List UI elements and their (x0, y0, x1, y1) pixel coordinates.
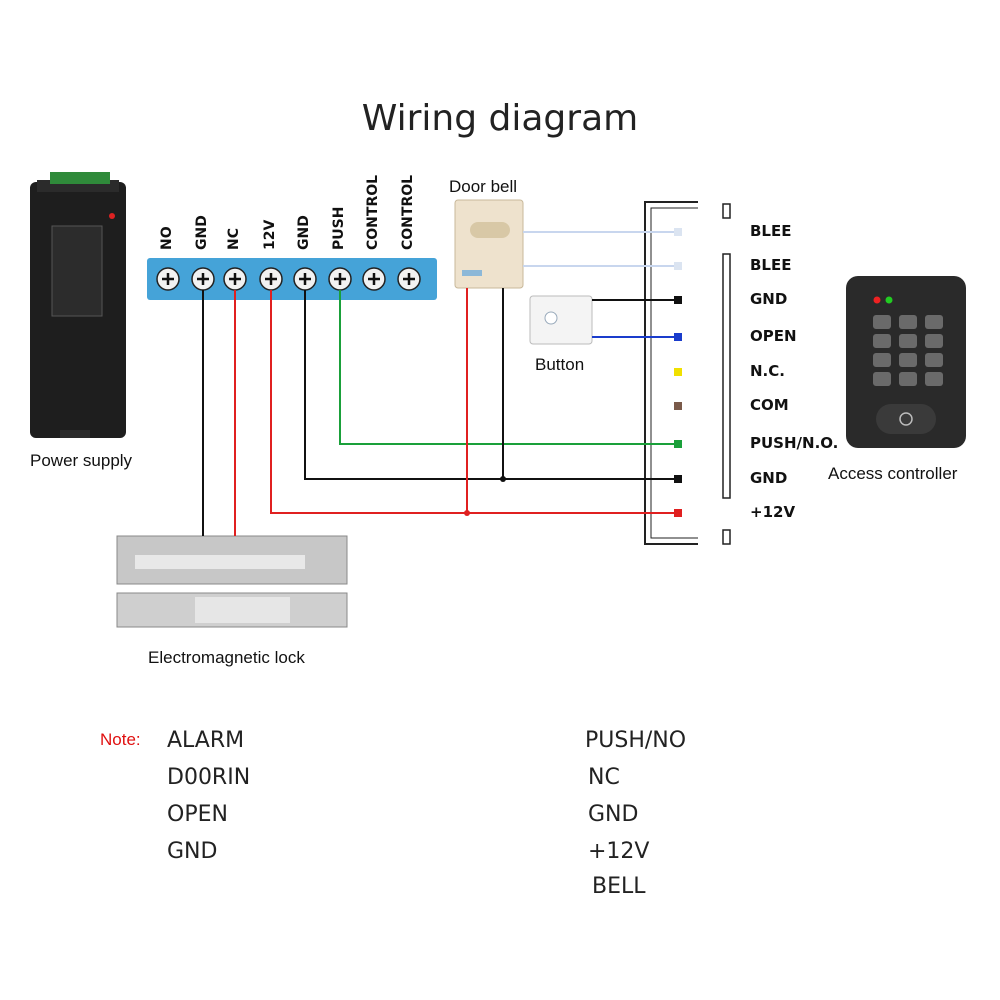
diagram-title: Wiring diagram (361, 98, 639, 139)
terminal-screw (223, 267, 247, 291)
lock-label: Electromagnetic lock (148, 648, 305, 667)
terminal-label: 12V (262, 219, 278, 250)
pin-terminal (674, 368, 682, 376)
wire-push (339, 290, 678, 445)
keypad-key (873, 334, 891, 348)
terminal-label: NO (159, 226, 175, 250)
note-right-4: +12V (588, 839, 650, 864)
door-bell-image (454, 199, 524, 289)
pin-terminal (674, 509, 682, 517)
keypad-key (873, 372, 891, 386)
terminal-screw (328, 267, 352, 291)
wire-12v (270, 290, 678, 514)
pin-terminal (674, 402, 682, 410)
note-left-4: GND (167, 839, 218, 864)
power-supply-label: Power supply (30, 451, 133, 470)
door-bell-label: Door bell (449, 177, 518, 196)
pin-terminal (674, 262, 682, 270)
controller-connector (644, 201, 731, 545)
keypad-key (899, 353, 917, 367)
pin-label: COM (750, 396, 789, 414)
terminal-screw (259, 267, 283, 291)
terminal-screw (362, 267, 386, 291)
terminal-label: CONTROL (365, 174, 381, 250)
note-right-3: GND (588, 802, 639, 827)
pin-label: BLEE (750, 256, 792, 274)
terminal-screw (191, 267, 215, 291)
pin-label: PUSH/N.O. (750, 434, 839, 452)
pin-label: GND (750, 290, 788, 308)
keypad-key (899, 334, 917, 348)
terminal-label: CONTROL (400, 174, 416, 250)
note-right-1: PUSH/NO (585, 728, 687, 753)
keypad-key (899, 372, 917, 386)
keypad-key (925, 315, 943, 329)
pin-label: BLEE (750, 222, 792, 240)
terminal-label: PUSH (331, 206, 347, 250)
access-controller-image (846, 276, 966, 448)
power-supply-image (30, 172, 126, 438)
pin-terminal (674, 333, 682, 341)
pin-label: N.C. (750, 362, 785, 380)
keypad-key (873, 353, 891, 367)
pin-terminal (674, 296, 682, 304)
keypad-key (899, 315, 917, 329)
keypad-key (925, 353, 943, 367)
note-label: Note: (100, 730, 141, 749)
terminal-screw (293, 267, 317, 291)
wires (202, 231, 678, 536)
note-left-1: ALARM (167, 728, 245, 753)
pin-terminal (674, 228, 682, 236)
pin-label: GND (750, 469, 788, 487)
terminal-label: NC (226, 228, 242, 250)
terminal-label: GND (296, 215, 312, 250)
pin-label: +12V (750, 503, 796, 521)
terminal-strip (147, 258, 437, 300)
note-left-3: OPEN (167, 802, 228, 827)
controller-label: Access controller (828, 464, 958, 483)
button-label: Button (535, 355, 585, 374)
note-right-2: NC (588, 765, 620, 790)
terminal-label: GND (194, 215, 210, 250)
pin-terminal (674, 440, 682, 448)
wire-gnd (304, 290, 678, 480)
pin-terminal (674, 475, 682, 483)
keypad-key (925, 372, 943, 386)
exit-button-image (529, 295, 593, 345)
note-left-2: D00RIN (167, 765, 251, 790)
terminal-screw (156, 267, 180, 291)
pin-label: OPEN (750, 327, 797, 345)
terminal-screw (397, 267, 421, 291)
electromagnetic-lock-image (116, 535, 348, 628)
note-right-5: BELL (592, 874, 646, 899)
keypad-key (873, 315, 891, 329)
keypad-key (925, 334, 943, 348)
